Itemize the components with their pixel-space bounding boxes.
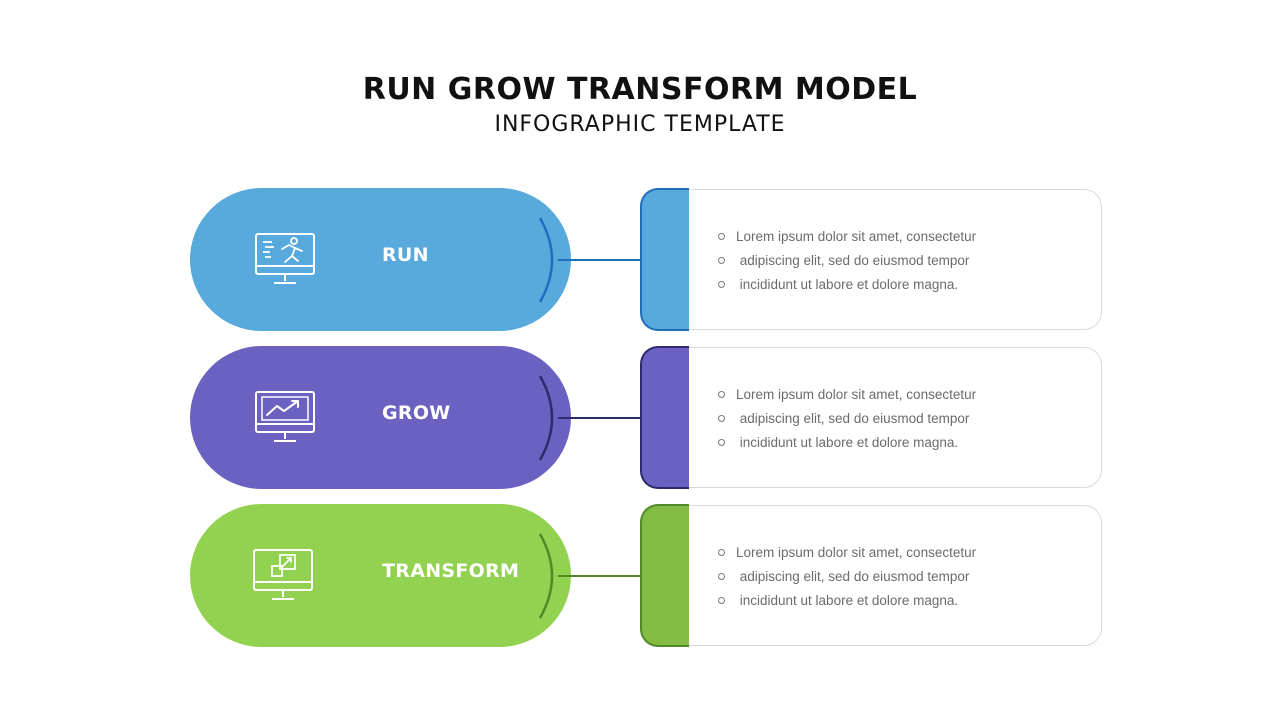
list-item: Lorem ipsum dolor sit amet, consectetur xyxy=(718,541,976,565)
stage-pill-grow xyxy=(190,346,571,489)
monitor-transform-icon xyxy=(253,549,313,600)
connector-line xyxy=(558,575,642,577)
bullet-dot-icon xyxy=(718,232,725,240)
list-item: incididunt ut labore et dolore magna. xyxy=(718,589,976,613)
list-item: Lorem ipsum dolor sit amet, consectetur xyxy=(718,225,976,249)
card-tab-grow xyxy=(640,346,689,489)
pill-arc-decoration xyxy=(538,533,554,619)
card-tab-run xyxy=(640,188,689,331)
bullet-dot-icon xyxy=(718,390,725,398)
bullet-dot-icon xyxy=(718,414,725,422)
bullet-dot-icon xyxy=(718,572,725,580)
stage-label-grow: GROW xyxy=(382,402,451,424)
list-item: incididunt ut labore et dolore magna. xyxy=(718,273,976,297)
list-item: incididunt ut labore et dolore magna. xyxy=(718,431,976,455)
stage-label-transform: TRANSFORM xyxy=(382,560,520,582)
bullet-dot-icon xyxy=(718,438,725,446)
connector-line xyxy=(558,417,642,419)
bullet-dot-icon xyxy=(718,596,725,604)
pill-arc-decoration xyxy=(538,375,554,461)
stage-card-transform xyxy=(640,505,1102,646)
list-item: adipiscing elit, sed do eiusmod tempor xyxy=(718,249,976,273)
stage-label-run: RUN xyxy=(382,244,429,266)
bullet-list-run: Lorem ipsum dolor sit amet, consectetur … xyxy=(718,225,976,297)
list-item: adipiscing elit, sed do eiusmod tempor xyxy=(718,407,976,431)
monitor-growth-chart-icon xyxy=(255,391,315,442)
stage-pill-run xyxy=(190,188,571,331)
connector-line xyxy=(558,259,642,261)
page-subtitle: INFOGRAPHIC TEMPLATE xyxy=(494,112,786,137)
monitor-runner-icon xyxy=(255,233,315,284)
bullet-dot-icon xyxy=(718,256,725,264)
card-tab-transform xyxy=(640,504,689,647)
bullet-list-grow: Lorem ipsum dolor sit amet, consectetur … xyxy=(718,383,976,455)
bullet-list-transform: Lorem ipsum dolor sit amet, consectetur … xyxy=(718,541,976,613)
list-item: Lorem ipsum dolor sit amet, consectetur xyxy=(718,383,976,407)
list-item: adipiscing elit, sed do eiusmod tempor xyxy=(718,565,976,589)
stage-card-grow xyxy=(640,347,1102,488)
stage-run: RUN Lorem ipsum dolor sit amet, consecte… xyxy=(0,188,1280,333)
bullet-dot-icon xyxy=(718,280,725,288)
pill-arc-decoration xyxy=(538,217,554,303)
stage-grow: GROW Lorem ipsum dolor sit amet, consect… xyxy=(0,346,1280,491)
bullet-dot-icon xyxy=(718,548,725,556)
stage-transform: TRANSFORM Lorem ipsum dolor sit amet, co… xyxy=(0,504,1280,649)
page-title: RUN GROW TRANSFORM MODEL xyxy=(362,72,918,107)
